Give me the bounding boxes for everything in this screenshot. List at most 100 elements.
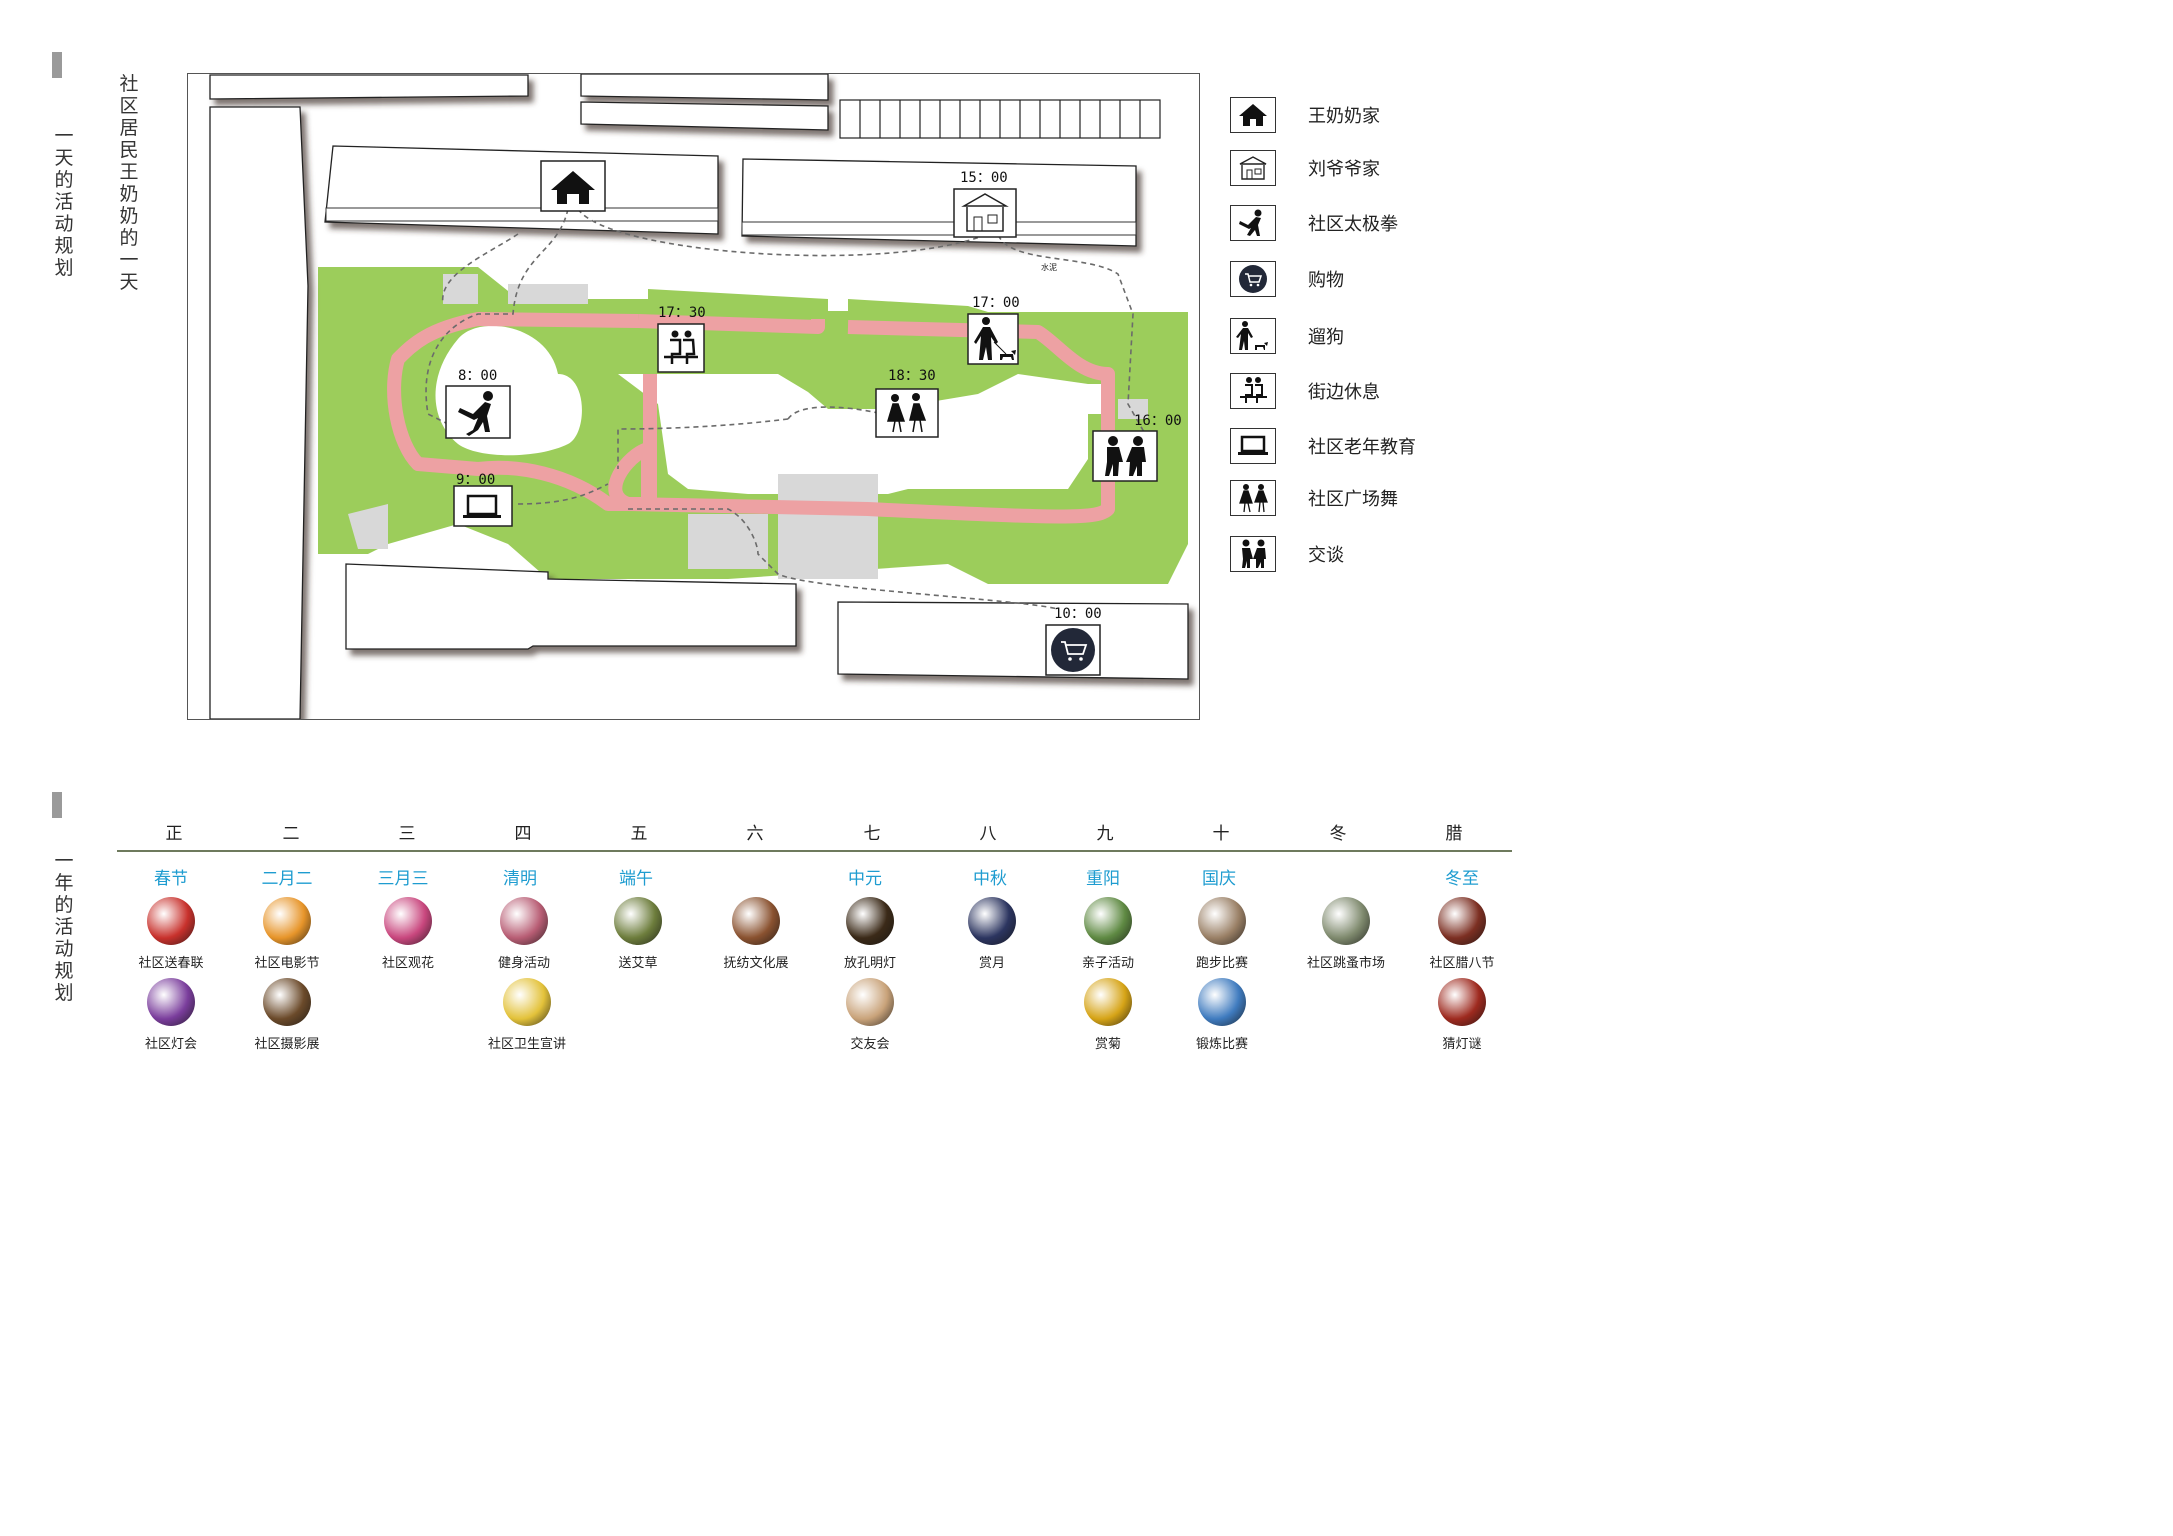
day-section-title: 一天的活动规划 [54, 125, 74, 279]
activity-item[interactable]: 社区腊八节 [1407, 897, 1517, 971]
activity-photo [1438, 897, 1486, 945]
festival-label: 冬至 [1445, 869, 1479, 889]
map-icon-bench-rest[interactable] [657, 323, 705, 373]
activity-label: 猜灯谜 [1442, 1037, 1482, 1052]
activity-item[interactable]: 社区灯会 [116, 978, 226, 1052]
house-icon [1230, 97, 1276, 133]
activity-label: 社区送春联 [138, 956, 204, 971]
time-label: 18：30 [888, 368, 936, 384]
bench-rest-icon [1230, 373, 1276, 409]
festival-label: 端午 [619, 869, 653, 889]
activity-item[interactable]: 社区摄影展 [232, 978, 342, 1052]
activity-item[interactable]: 社区电影节 [232, 897, 342, 971]
activity-label: 赏菊 [1094, 1037, 1121, 1052]
activity-label: 社区卫生宣讲 [487, 1037, 566, 1052]
month-label: 六 [746, 824, 764, 844]
activity-item[interactable]: 交友会 [815, 978, 925, 1052]
legend-label: 街边休息 [1308, 382, 1380, 403]
month-label: 冬 [1329, 824, 1347, 844]
jogging-track [387, 312, 1115, 524]
activity-photo [1084, 978, 1132, 1026]
activity-item[interactable]: 赏月 [937, 897, 1047, 971]
month-label: 十 [1212, 824, 1230, 844]
activity-photo [846, 978, 894, 1026]
activity-photo [1084, 897, 1132, 945]
activity-item[interactable]: 放孔明灯 [815, 897, 925, 971]
activity-label: 锻炼比赛 [1195, 1037, 1248, 1052]
activity-photo [263, 978, 311, 1026]
activity-label: 送艾草 [618, 956, 658, 971]
year-section-title: 一年的活动规划 [54, 850, 74, 1004]
activity-label: 放孔明灯 [843, 956, 896, 971]
activity-item[interactable]: 猜灯谜 [1407, 978, 1517, 1052]
map-icon-home[interactable] [540, 160, 606, 212]
activity-photo [732, 897, 780, 945]
legend-label: 遛狗 [1308, 327, 1344, 348]
map-icon-shop-house[interactable] [953, 188, 1017, 238]
activity-item[interactable]: 社区观花 [353, 897, 463, 971]
activity-label: 社区电影节 [254, 956, 320, 971]
legend-label: 交谈 [1308, 545, 1344, 566]
shop-house-icon [1230, 150, 1276, 186]
activity-label: 跑步比赛 [1195, 956, 1248, 971]
map-icon-laptop[interactable] [453, 485, 513, 527]
festival-label: 重阳 [1086, 869, 1120, 889]
activity-item[interactable]: 锻炼比赛 [1167, 978, 1277, 1052]
legend-label: 刘爷爷家 [1308, 159, 1380, 180]
month-label: 腊 [1445, 824, 1463, 844]
section-marker-year [52, 792, 62, 818]
activity-item[interactable]: 跑步比赛 [1167, 897, 1277, 971]
activity-item[interactable]: 社区卫生宣讲 [472, 978, 582, 1052]
activity-photo [1198, 978, 1246, 1026]
activity-photo [1322, 897, 1370, 945]
activity-photo [503, 978, 551, 1026]
building-ledges [325, 207, 1137, 236]
map-sign-text: 水泥 [1041, 262, 1057, 272]
activity-item[interactable]: 赏菊 [1053, 978, 1163, 1052]
month-label: 七 [863, 824, 881, 844]
square-dance-icon [1230, 480, 1276, 516]
month-label: 二 [282, 824, 300, 844]
time-label: 9：00 [456, 472, 495, 488]
time-label: 17：30 [658, 305, 706, 321]
activity-item[interactable]: 抚纺文化展 [701, 897, 811, 971]
legend-label: 购物 [1308, 270, 1344, 291]
activity-label: 交友会 [850, 1037, 890, 1052]
activity-item[interactable]: 健身活动 [469, 897, 579, 971]
grey-paths [348, 274, 1148, 579]
legend-label: 社区老年教育 [1308, 437, 1416, 458]
activity-label: 社区灯会 [144, 1037, 197, 1052]
activity-item[interactable]: 送艾草 [583, 897, 693, 971]
activity-photo [614, 897, 662, 945]
activity-photo [500, 897, 548, 945]
activity-photo [263, 897, 311, 945]
month-divider [117, 850, 1512, 852]
festival-label: 中元 [848, 869, 882, 889]
tai-chi-icon [1230, 205, 1276, 241]
month-label: 八 [979, 824, 997, 844]
activity-label: 社区腊八节 [1429, 956, 1495, 971]
activity-label: 社区观花 [381, 956, 434, 971]
activity-item[interactable]: 社区送春联 [116, 897, 226, 971]
festival-label: 国庆 [1202, 869, 1236, 889]
legend-label: 社区太极拳 [1308, 214, 1398, 235]
activity-item[interactable]: 亲子活动 [1053, 897, 1163, 971]
legend-label: 社区广场舞 [1308, 489, 1398, 510]
time-label: 8：00 [458, 368, 497, 384]
activity-label: 抚纺文化展 [723, 956, 789, 971]
month-label: 正 [165, 824, 183, 844]
activity-photo [147, 978, 195, 1026]
map-icon-cart[interactable] [1045, 624, 1101, 676]
map-icon-square-dance[interactable] [875, 388, 939, 438]
map-icon-tai-chi[interactable] [445, 385, 511, 439]
activity-item[interactable]: 社区跳蚤市场 [1291, 897, 1401, 971]
shopping-cart-icon [1230, 261, 1276, 297]
time-label: 17：00 [972, 295, 1020, 311]
map-icon-conversation[interactable] [1092, 430, 1158, 482]
section-marker-day [52, 52, 62, 78]
conversation-icon [1230, 536, 1276, 572]
map-icon-dog-walking[interactable] [967, 313, 1019, 365]
